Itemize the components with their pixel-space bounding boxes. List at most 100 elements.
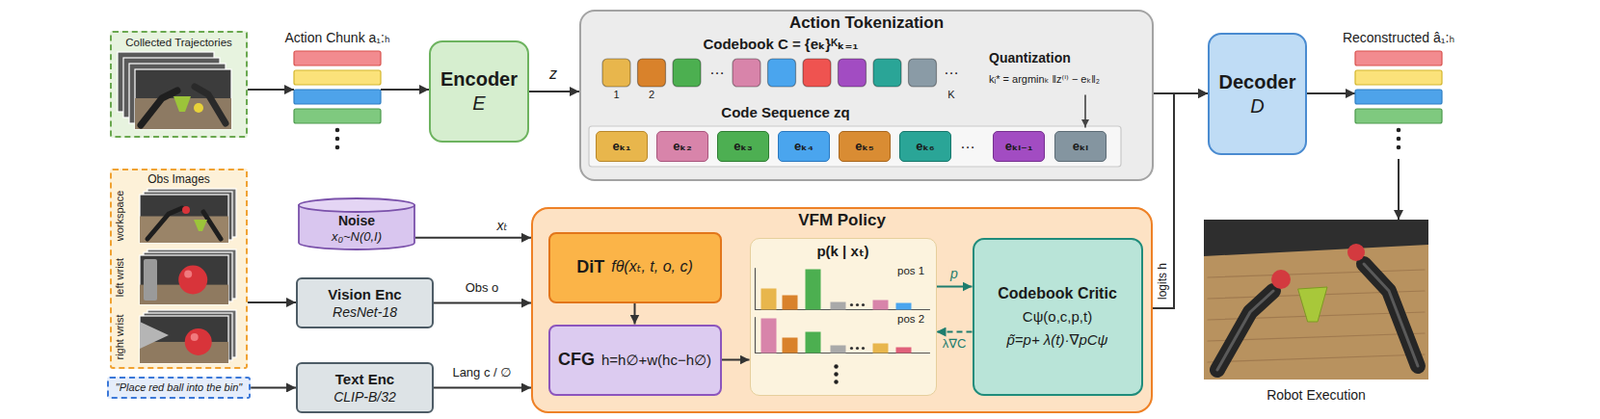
node-title: Action Tokenization (789, 13, 944, 33)
edge-label-slot: xₜ (496, 217, 507, 234)
node-title: VFM Policy (798, 211, 886, 231)
chunk-bar (293, 51, 381, 66)
text-slot: Reconstructed â₁:ₕ (1342, 29, 1455, 46)
chunk-bar (293, 89, 381, 105)
node-title: Noise (338, 213, 375, 229)
flow-arrow (529, 90, 580, 93)
funnel (193, 219, 208, 232)
ellipsis-dot (849, 302, 853, 306)
text-slot: h=h∅+w(hc−h∅) (601, 351, 712, 369)
ball (185, 328, 213, 356)
node-title: eₖ₂ (672, 139, 692, 155)
edge-label-slot: logits h (1156, 263, 1171, 300)
dit-block: DiTfθ(xₜ, t, o, c) (548, 232, 722, 304)
node-subtitle: p̃=p+ λ(t)·∇pCψ (1006, 331, 1108, 348)
node-title: eₖ₁ (613, 139, 632, 155)
flow-arrow (247, 88, 294, 91)
arm-highlight (1217, 291, 1274, 371)
flow-arrow (721, 359, 750, 362)
text-slot: D (1250, 95, 1264, 118)
text-slot: eₖ₂ (672, 139, 692, 155)
label-slot: K (947, 88, 955, 102)
node-title: Codebook Critic (997, 285, 1118, 303)
ellipsis-dot (335, 145, 341, 151)
photo-frame (139, 194, 229, 243)
flow-arrow (415, 237, 532, 240)
ball (1271, 269, 1291, 290)
probability-bar (804, 268, 821, 310)
ball (182, 206, 190, 214)
annotation-label: pos 2 (897, 313, 925, 326)
text-slot: Robot Execution (1266, 387, 1366, 403)
codebook-entry (873, 58, 902, 87)
chunk-bar (1355, 70, 1442, 85)
text-slot: Codebook Critic (997, 285, 1118, 303)
flow-arrow (1152, 93, 1208, 309)
node-subtitle: CLIP-B/32 (333, 389, 397, 405)
text-slot: VFM Policy (798, 211, 886, 231)
node-title: Vision Enc (327, 286, 401, 303)
probability-bar (872, 343, 888, 353)
ball (1347, 243, 1365, 262)
flow-arrow (634, 303, 637, 325)
node-subtitle: fθ(xₜ, t, o, c) (611, 258, 694, 276)
probability-bar (760, 288, 776, 310)
annotation-label: … (960, 134, 976, 153)
node-subtitle: E (472, 92, 485, 115)
sequence-strip (588, 126, 1121, 167)
text-slot: Cψ(o,c,p,t) (1022, 308, 1093, 325)
ellipsis-dot (854, 302, 858, 306)
edge-label: Lang c / ∅ (452, 366, 511, 381)
probability-bar (804, 331, 821, 353)
label-slot: left wrist (113, 258, 127, 297)
annotation-label: Codebook C = {eₖ}ᴷₖ₌₁ (702, 35, 858, 53)
node-title: Decoder (1218, 71, 1296, 94)
robot-arm (1217, 291, 1274, 371)
label-slot: … (960, 134, 976, 153)
annotation-label: K (947, 88, 955, 102)
text-slot: Collected Trajectories (125, 36, 233, 50)
annotation-label: 1 (613, 88, 619, 102)
chunk-bar (293, 108, 381, 124)
illustration (111, 170, 250, 372)
text-slot: p̃=p+ λ(t)·∇pCψ (1006, 331, 1108, 348)
edge-label: z (549, 65, 558, 83)
text-slot: Text Enc (335, 371, 395, 388)
node-title: Encoder (440, 68, 518, 91)
tokenization-panel: Action Tokenization eₖ₁ eₖ₂ eₖ₃ eₖ₄ eₖ₅ eₖ₆ eₖₗ… (579, 9, 1154, 182)
node-title: eₖ₄ (794, 139, 814, 155)
photo-ground (1203, 219, 1429, 380)
panel-fill (531, 207, 1153, 414)
codebook-entry (802, 58, 831, 87)
view-label: left wrist (113, 258, 127, 297)
ellipsis-dot (833, 379, 838, 384)
policy-panel: VFM PolicyDiTfθ(xₜ, t, o, c) CFG h=h∅+w(hc… (531, 207, 1153, 414)
gripper (143, 259, 158, 301)
probability-bar (872, 299, 888, 310)
ellipsis-dot (860, 302, 864, 306)
ellipsis-dot (860, 346, 864, 349)
label-slot: pos 2 (897, 313, 925, 326)
text-slot: eₖ₁ (613, 139, 632, 155)
text-slot: Decoder (1218, 71, 1296, 94)
code-token: eₖ₁ (595, 131, 648, 162)
table-surface (1203, 244, 1429, 380)
code-token: eₖₗ (1054, 131, 1107, 162)
edge-label: xₜ (496, 217, 507, 234)
node-subtitle: x₀~N(0,I) (331, 230, 382, 245)
text-slot: x₀~N(0,I) (331, 230, 382, 245)
node-title: Collected Trajectories (125, 36, 233, 50)
text-slot: CFG (558, 349, 595, 371)
ellipsis-dot (1396, 145, 1402, 151)
node-title: Text Enc (335, 371, 395, 388)
action-chunk: Action Chunk a₁:ₕ (293, 51, 381, 160)
node-title: eₖ₃ (733, 139, 753, 155)
encoder-box: EncoderE (428, 40, 530, 143)
probability-bar (781, 294, 798, 310)
obs-panel: Obs Images (109, 168, 248, 370)
text-slot: eₖ₅ (854, 139, 875, 155)
code-token: eₖ₆ (899, 131, 952, 162)
text-slot: ResNet-18 (332, 304, 398, 320)
node-title: Action Chunk a₁:ₕ (284, 29, 390, 46)
wood-grain (1207, 354, 1425, 363)
